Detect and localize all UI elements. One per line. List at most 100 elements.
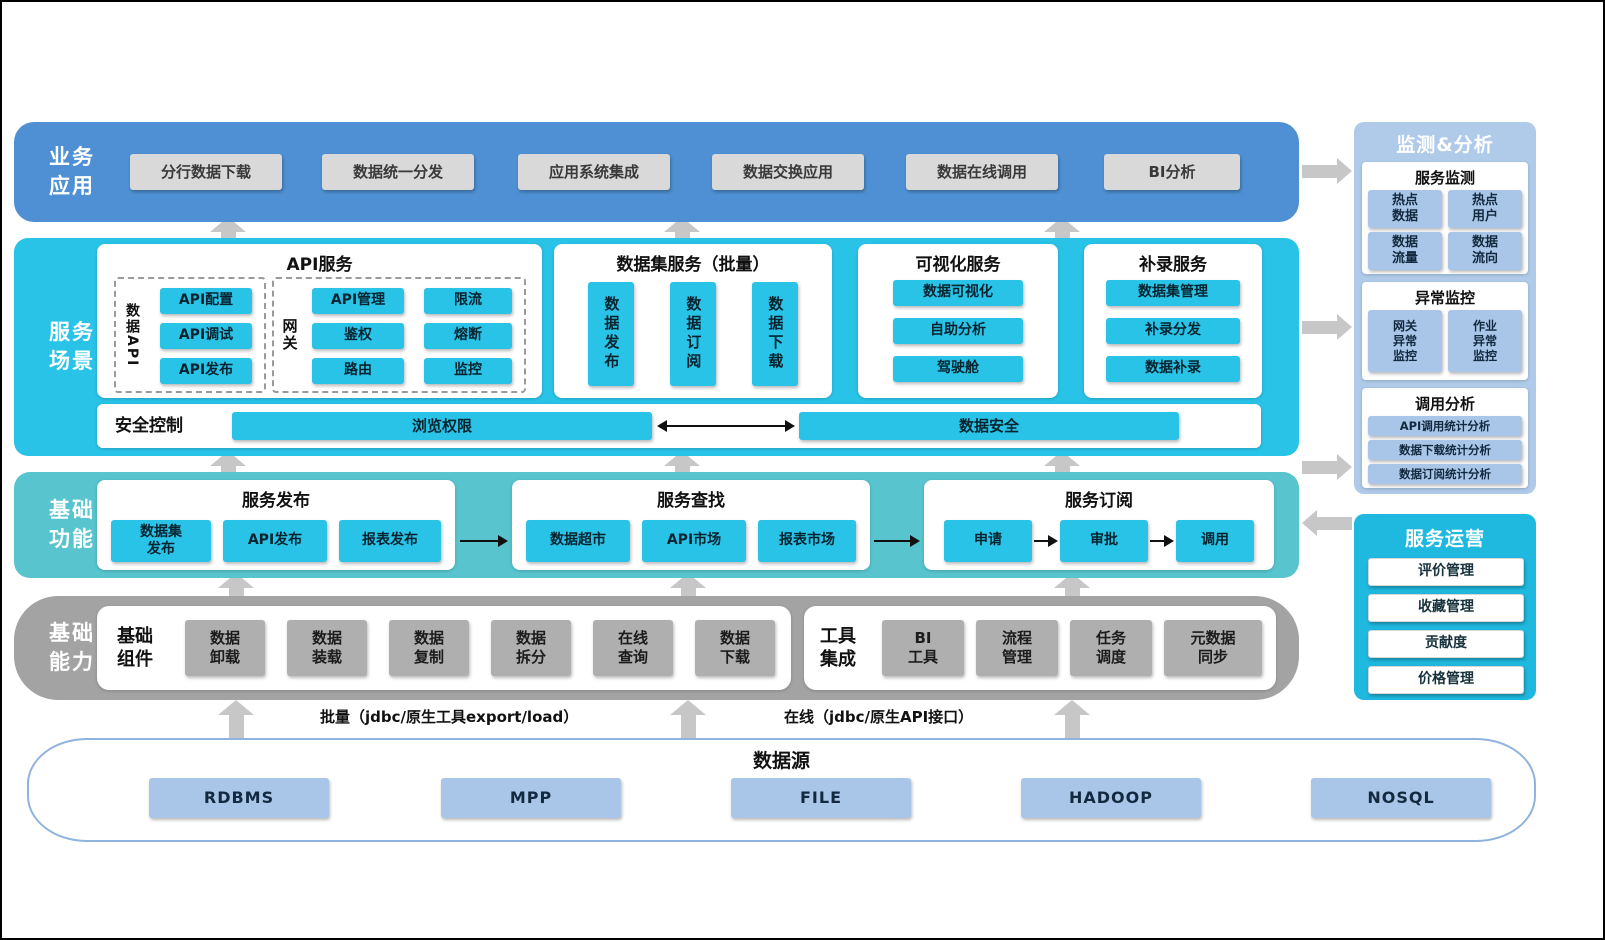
data-api-group: 数据API API配置 API调试 API发布: [114, 277, 266, 393]
panel-monitor-analysis: 监测&分析 服务监测 热点 数据 热点 用户 数据 流量 数据 流向 异常监控 …: [1354, 122, 1536, 494]
service-subscribe-item: 调用: [1176, 520, 1254, 562]
batch-connection-note: 批量（jdbc/原生工具export/load）: [320, 708, 579, 726]
operation-item: 价格管理: [1368, 666, 1524, 694]
visual-service-box: 可视化服务 数据可视化 自助分析 驾驶舱: [858, 244, 1058, 398]
service-monitor-item: 数据 流量: [1368, 232, 1442, 270]
invoke-analysis-item: 数据下载统计分析: [1368, 440, 1522, 460]
datasource-item: HADOOP: [1021, 778, 1201, 818]
invoke-analysis-title: 调用分析: [1414, 395, 1475, 413]
tool-item: 任务 调度: [1070, 620, 1152, 676]
service-subscribe-item: 申请: [944, 520, 1032, 562]
service-monitor-item: 热点 用户: [1448, 190, 1522, 228]
layer-basic-functions: 基础 功能 服务发布 数据集 发布 API发布 报表发布 服务查找 数据超市 A…: [14, 472, 1299, 578]
component-item: 数据 复制: [389, 620, 469, 676]
api-service-box: API服务 数据API API配置 API调试 API发布 网关 API管理 限…: [97, 244, 542, 398]
invoke-analysis-box: 调用分析 API调用统计分析 数据下载统计分析 数据订阅统计分析: [1362, 388, 1528, 488]
invoke-analysis-item: 数据订阅统计分析: [1368, 464, 1522, 484]
up-arrow: [1054, 700, 1090, 740]
dataset-service-box: 数据集服务（批量） 数据发布 数据订阅 数据下载: [554, 244, 832, 398]
panel-service-operation: 服务运营 评价管理 收藏管理 贡献度 价格管理: [1354, 514, 1536, 700]
service-monitor-box: 服务监测 热点 数据 热点 用户 数据 流量 数据 流向: [1362, 162, 1528, 274]
component-item: 数据 下载: [695, 620, 775, 676]
datasource-item: MPP: [441, 778, 621, 818]
api-service-title: API服务: [286, 255, 353, 275]
business-app-item: 数据在线调用: [906, 154, 1058, 190]
flow-arrow: [874, 535, 920, 547]
layer-functions-label: 基础 功能: [49, 497, 95, 551]
exception-monitor-title: 异常监控: [1414, 289, 1475, 307]
service-monitor-item: 热点 数据: [1368, 190, 1442, 228]
up-arrow: [218, 700, 254, 740]
service-subscribe-title: 服务订阅: [1065, 491, 1133, 511]
security-double-arrow: [657, 420, 795, 432]
monitor-panel-title: 监测&分析: [1396, 134, 1494, 156]
right-arrow: [1302, 454, 1352, 480]
dataset-service-item: 数据发布: [588, 282, 634, 386]
component-item: 数据 拆分: [491, 620, 571, 676]
basic-components-label: 基础 组件: [117, 625, 153, 670]
service-publish-title: 服务发布: [242, 491, 310, 511]
backfill-service-item: 补录分发: [1106, 318, 1240, 344]
component-item: 数据 卸载: [185, 620, 265, 676]
component-item: 数据 装载: [287, 620, 367, 676]
gateway-item: 监控: [424, 358, 512, 384]
visual-service-item: 驾驶舱: [893, 356, 1023, 382]
layer-basic-capabilities: 基础 能力 基础 组件 数据 卸载 数据 装载 数据 复制 数据 拆分 在线 查…: [14, 596, 1299, 700]
business-app-item: 数据交换应用: [712, 154, 864, 190]
service-search-box: 服务查找 数据超市 API市场 报表市场: [512, 480, 870, 570]
basic-components-box: 基础 组件 数据 卸载 数据 装载 数据 复制 数据 拆分 在线 查询 数据 下…: [97, 606, 791, 690]
service-search-title: 服务查找: [657, 491, 725, 511]
service-monitor-title: 服务监测: [1414, 169, 1475, 187]
component-item: 在线 查询: [593, 620, 673, 676]
exception-monitor-item: 作业 异常 监控: [1448, 310, 1522, 372]
security-label: 安全控制: [115, 415, 183, 436]
backfill-service-box: 补录服务 数据集管理 补录分发 数据补录: [1084, 244, 1262, 398]
backfill-service-item: 数据补录: [1106, 356, 1240, 382]
gateway-item: 限流: [424, 288, 512, 314]
service-search-item: API市场: [642, 520, 746, 562]
service-publish-item: 报表发布: [339, 520, 441, 562]
gateway-label: 网关: [280, 318, 299, 352]
visual-service-title: 可视化服务: [915, 255, 1001, 275]
right-arrow: [1302, 314, 1352, 340]
online-connection-note: 在线（jdbc/原生API接口）: [784, 708, 974, 726]
business-app-item: 分行数据下载: [130, 154, 282, 190]
service-search-item: 数据超市: [526, 520, 630, 562]
flow-arrow: [460, 535, 508, 547]
tool-item: 流程 管理: [976, 620, 1058, 676]
layer-scene-label: 服务 场景: [49, 319, 95, 373]
service-monitor-item: 数据 流向: [1448, 232, 1522, 270]
data-api-item: API调试: [160, 323, 252, 349]
layer-service-scenarios: 服务 场景 API服务 数据API API配置 API调试 API发布 网关 A…: [14, 238, 1299, 456]
flow-arrow: [1034, 535, 1058, 547]
tool-item: 元数据 同步: [1164, 620, 1262, 676]
backfill-service-title: 补录服务: [1139, 255, 1207, 275]
layer-capability-label: 基础 能力: [49, 620, 95, 674]
tool-integration-box: 工具 集成 BI 工具 流程 管理 任务 调度 元数据 同步: [804, 606, 1276, 690]
security-browse-permission: 浏览权限: [232, 412, 652, 440]
layer-business-label: 业务 应用: [49, 144, 95, 198]
operation-item: 贡献度: [1368, 630, 1524, 658]
datasource-item: NOSQL: [1311, 778, 1491, 818]
service-publish-item: API发布: [223, 520, 327, 562]
business-app-item: 数据统一分发: [322, 154, 474, 190]
datasource-title: 数据源: [752, 750, 810, 772]
exception-monitor-item: 网关 异常 监控: [1368, 310, 1442, 372]
dataset-service-item: 数据订阅: [670, 282, 716, 386]
service-publish-box: 服务发布 数据集 发布 API发布 报表发布: [97, 480, 455, 570]
security-control-bar: 安全控制 浏览权限 数据安全: [97, 404, 1261, 448]
data-api-label: 数据API: [124, 302, 140, 368]
invoke-analysis-item: API调用统计分析: [1368, 416, 1522, 436]
dataset-service-item: 数据下载: [752, 282, 798, 386]
exception-monitor-box: 异常监控 网关 异常 监控 作业 异常 监控: [1362, 282, 1528, 380]
service-search-item: 报表市场: [758, 520, 856, 562]
business-app-item: 应用系统集成: [518, 154, 670, 190]
security-data-security: 数据安全: [799, 412, 1179, 440]
right-arrow: [1302, 158, 1352, 184]
gateway-item: API管理: [312, 288, 404, 314]
datasource-item: FILE: [731, 778, 911, 818]
backfill-service-item: 数据集管理: [1106, 280, 1240, 306]
business-app-item: BI分析: [1104, 154, 1240, 190]
operation-item: 收藏管理: [1368, 594, 1524, 622]
